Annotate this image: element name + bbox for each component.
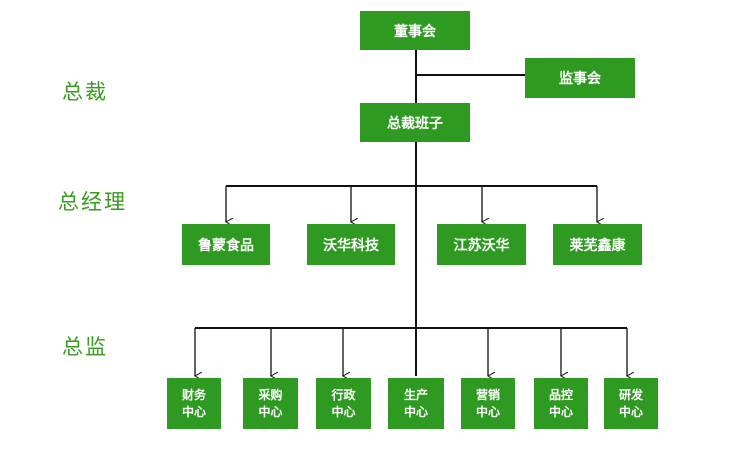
node-company-label: 沃华科技 — [323, 237, 379, 254]
node-board-label: 董事会 — [394, 23, 436, 40]
node-company-2: 沃华科技 — [307, 224, 395, 265]
node-center-line1: 研发 — [618, 387, 643, 402]
node-supervisory-label: 监事会 — [559, 71, 601, 87]
level-label-ceo: 总裁 — [62, 80, 108, 104]
node-center-2: 采购 中心 — [243, 378, 298, 429]
node-center-line1: 品控 — [548, 387, 573, 402]
node-company-3: 江苏沃华 — [437, 224, 526, 265]
level-label-director: 总监 — [62, 335, 108, 359]
node-center-line2: 中心 — [331, 404, 356, 419]
node-center-3: 行政 中心 — [316, 378, 371, 429]
node-center-7: 研发 中心 — [604, 378, 658, 429]
node-center-line2: 中心 — [403, 404, 428, 419]
node-center-5: 营销 中心 — [461, 378, 515, 429]
node-center-line1: 营销 — [475, 387, 500, 402]
node-center-line2: 中心 — [181, 404, 206, 419]
node-center-6: 品控 中心 — [534, 378, 588, 429]
node-company-label: 莱芜鑫康 — [569, 237, 626, 254]
node-company-4: 莱芜鑫康 — [553, 224, 642, 265]
node-center-line1: 采购 — [258, 387, 283, 402]
node-center-line2: 中心 — [475, 404, 500, 419]
node-company-label: 江苏沃华 — [453, 237, 510, 254]
node-center-1: 财务 中心 — [167, 378, 221, 429]
node-center-line1: 财务 — [181, 387, 206, 402]
level-label-gm: 总经理 — [58, 190, 127, 214]
node-board: 董事会 — [360, 11, 470, 50]
node-center-line1: 生产 — [403, 387, 428, 402]
node-supervisory: 监事会 — [525, 58, 635, 98]
node-center-4: 生产 中心 — [388, 378, 444, 429]
node-president-team-label: 总裁班子 — [387, 115, 443, 132]
node-company-label: 鲁蒙食品 — [198, 237, 254, 254]
node-president-team: 总裁班子 — [360, 103, 470, 142]
node-center-line2: 中心 — [618, 404, 643, 419]
node-center-line2: 中心 — [258, 404, 283, 419]
node-center-line1: 行政 — [331, 387, 356, 402]
node-center-line2: 中心 — [548, 404, 573, 419]
node-company-1: 鲁蒙食品 — [182, 224, 270, 265]
